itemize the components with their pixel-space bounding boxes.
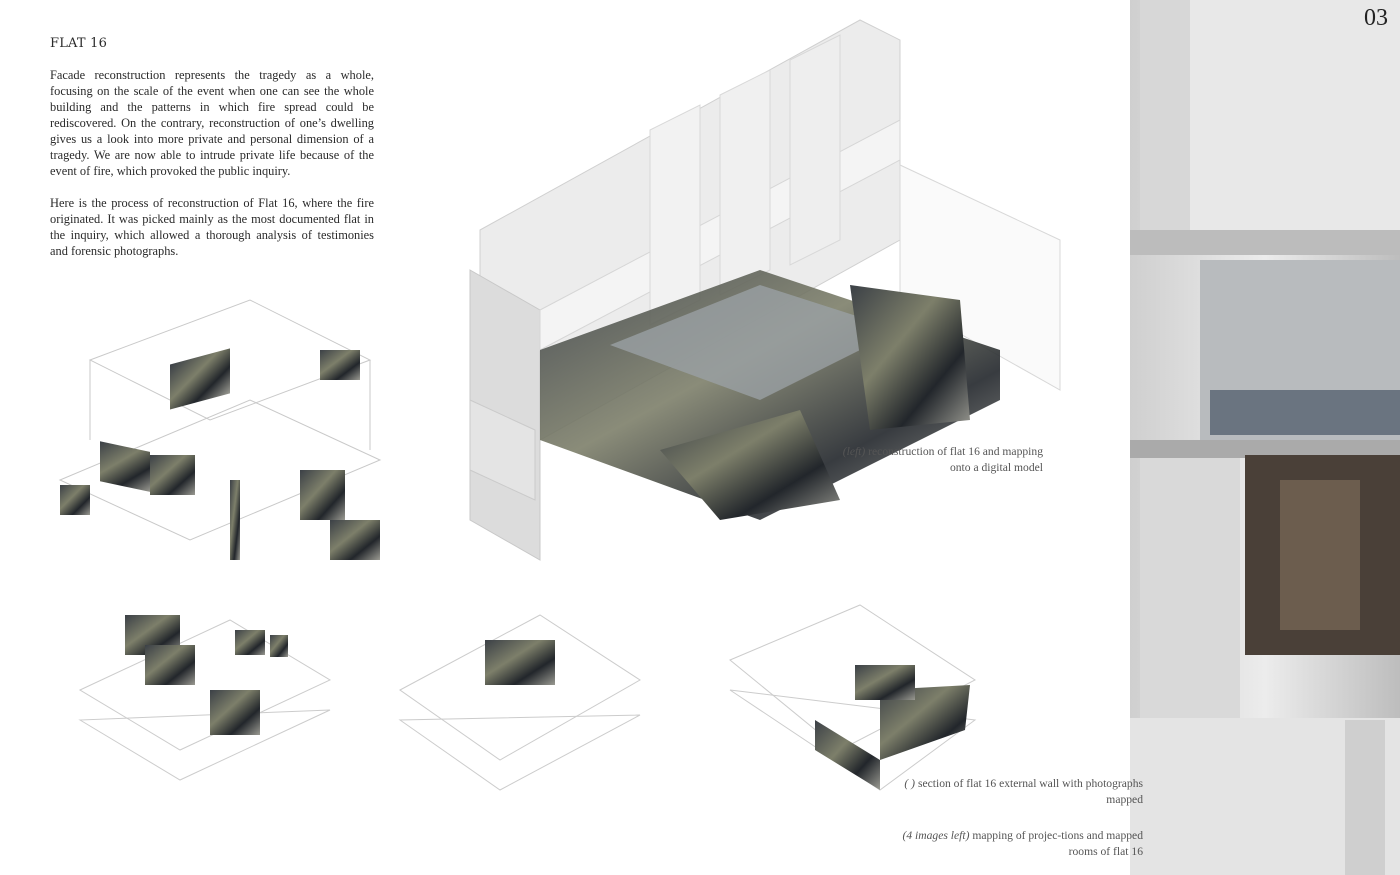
caption-label: (left) xyxy=(842,445,866,458)
caption-mapping: (4 images left) mapping of projec-tions … xyxy=(883,828,1143,860)
caption-wall-section: ( ) section of flat 16 external wall wit… xyxy=(883,776,1143,808)
flat-axonometric-1 xyxy=(78,615,332,781)
caption-text: section of flat 16 external wall with ph… xyxy=(915,777,1143,806)
page-number: 03 xyxy=(1364,5,1388,31)
caption-label: ( ) xyxy=(904,777,916,790)
caption-text: reconstruction of flat 16 and mapping on… xyxy=(865,445,1043,474)
caption-reconstruction: (left) reconstruction of flat 16 and map… xyxy=(823,444,1043,476)
process-paragraph: Here is the process of reconstruction of… xyxy=(50,196,374,258)
exploded-flat-axonometric xyxy=(58,299,382,560)
caption-label: (4 images left) xyxy=(902,829,970,842)
flat-axonometric-3 xyxy=(729,604,977,791)
intro-paragraph: Facade reconstruction represents the tra… xyxy=(50,68,374,178)
caption-text: mapping of projec-tions and mapped rooms… xyxy=(969,829,1143,858)
page-heading: FLAT 16 xyxy=(50,36,108,51)
building-model-image xyxy=(469,19,1061,561)
external-wall-section-image xyxy=(1130,0,1400,875)
flat-axonometric-2 xyxy=(398,614,641,791)
